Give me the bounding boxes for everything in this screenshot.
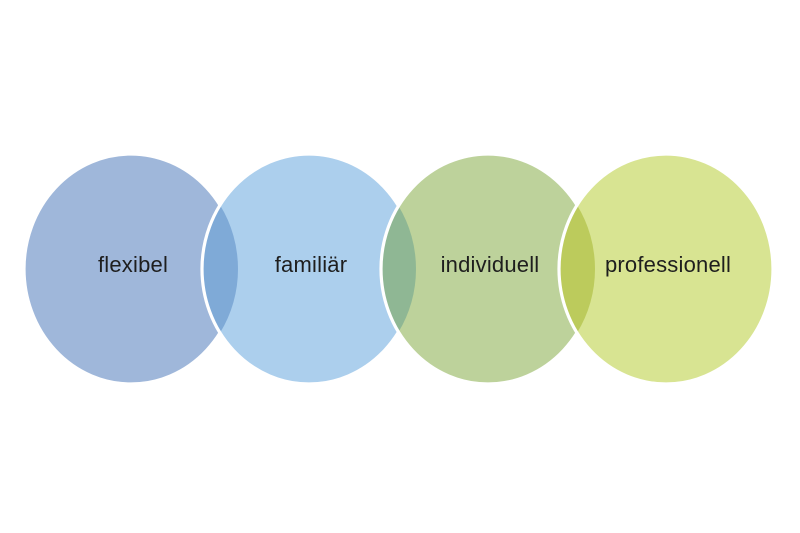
venn-overlap-1-2 — [202, 205, 238, 333]
venn-circle-1-fill — [24, 154, 238, 384]
venn-label-1: flexibel — [98, 252, 168, 277]
venn-circle-2-fill — [202, 154, 416, 384]
venn-label-3: individuell — [441, 252, 540, 277]
venn-circle-3-fill — [381, 154, 595, 384]
venn-overlap-2-3 — [381, 205, 416, 333]
venn-circle-4-fill — [559, 154, 773, 384]
venn-label-4: professionell — [605, 252, 731, 277]
venn-circle-4-rim — [557, 152, 775, 386]
venn-label-2: familiär — [275, 252, 348, 277]
venn-overlap-3-4 — [559, 205, 595, 333]
